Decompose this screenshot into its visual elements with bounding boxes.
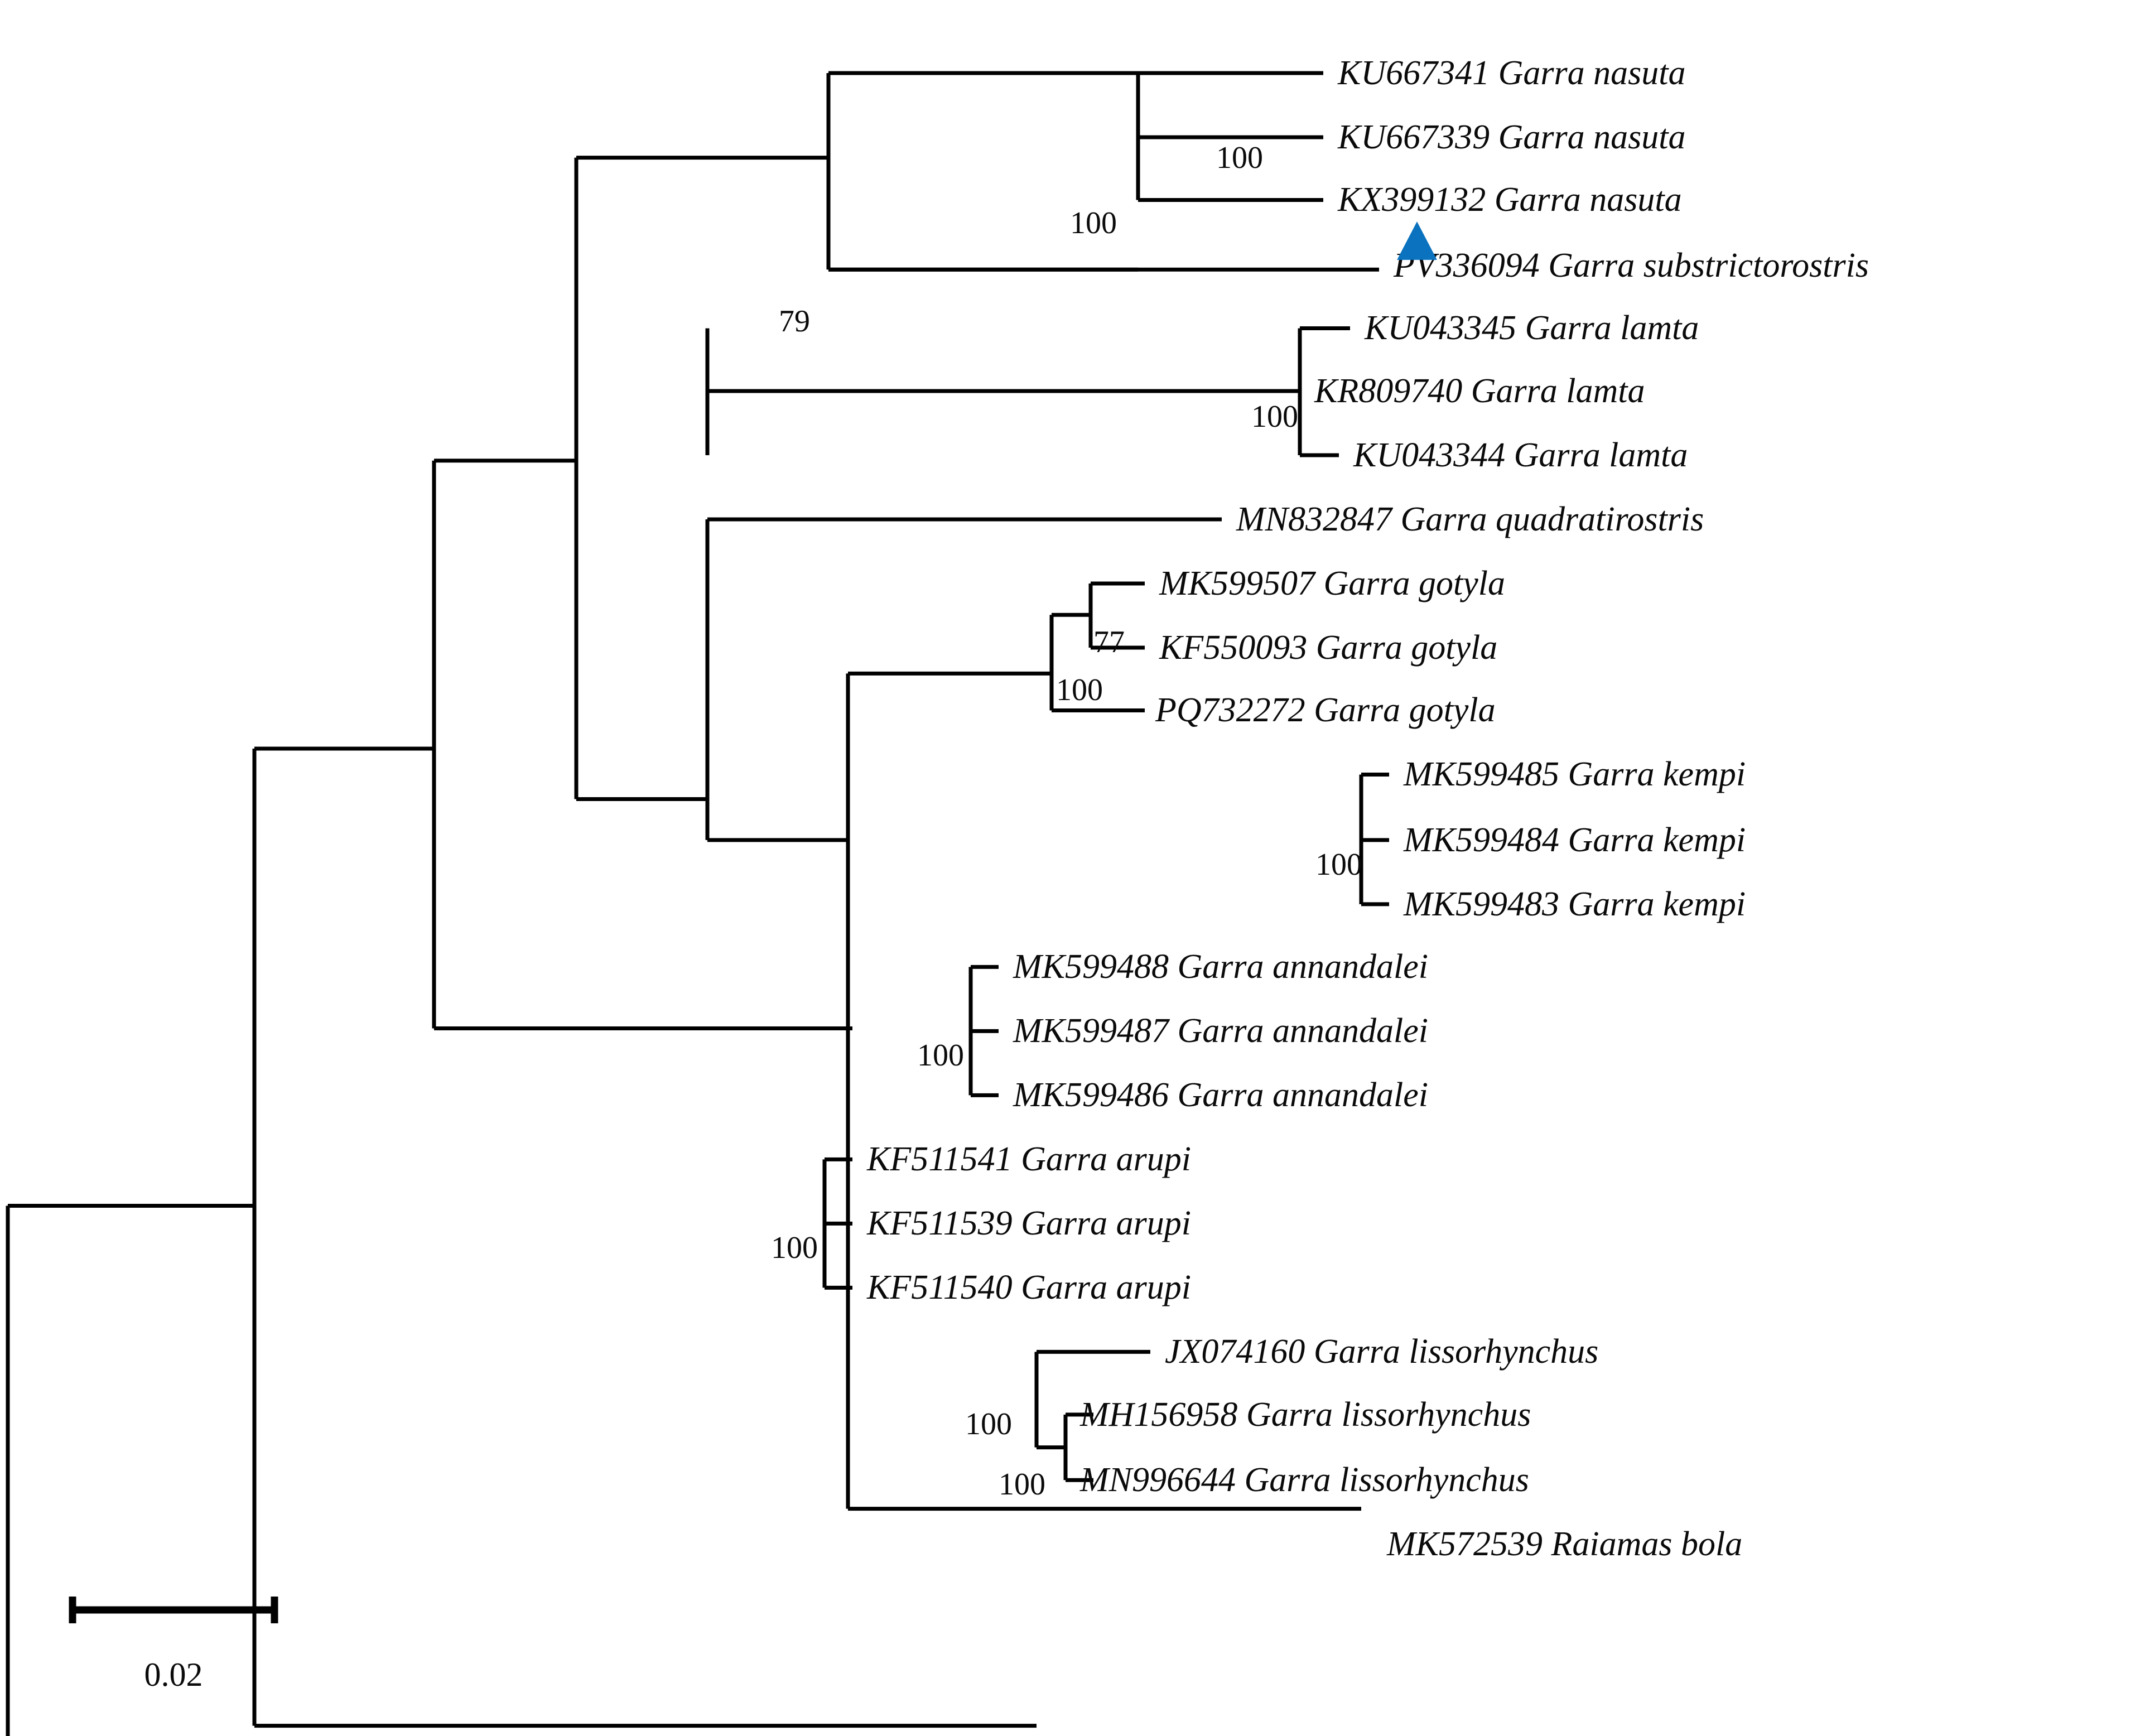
scale-bar-group xyxy=(69,1597,278,1623)
taxon-label: KF511539 Garra arupi xyxy=(867,1204,1192,1243)
bootstrap-support-value: 100 xyxy=(1216,140,1263,175)
bootstrap-support-value: 100 xyxy=(999,1467,1045,1502)
taxon-label: MK599507 Garra gotyla xyxy=(1159,564,1505,602)
bootstrap-support-value: 100 xyxy=(1056,672,1103,707)
taxon-label: PV336094 Garra substrictorostris xyxy=(1394,246,1869,284)
bootstrap-support-value: 77 xyxy=(1093,625,1125,660)
taxon-label: MK599485 Garra kempi xyxy=(1404,755,1746,794)
taxon-label: KF511540 Garra arupi xyxy=(867,1269,1192,1307)
taxon-label: KU043345 Garra lamta xyxy=(1365,309,1699,348)
taxon-label: KU667341 Garra nasuta xyxy=(1338,54,1686,92)
taxon-label: PQ732272 Garra gotyla xyxy=(1155,691,1496,730)
bootstrap-support-value: 100 xyxy=(965,1407,1012,1441)
new-sequence-marker xyxy=(1395,219,1439,266)
taxon-label: MK599487 Garra annandalei xyxy=(1013,1012,1428,1050)
bootstrap-support-value: 100 xyxy=(1251,399,1298,435)
bootstrap-support-value: 100 xyxy=(1070,206,1117,241)
taxon-label: KU043344 Garra lamta xyxy=(1353,436,1688,474)
bootstrap-support-value: 100 xyxy=(917,1038,964,1073)
taxon-label: MN832847 Garra quadratirostris xyxy=(1236,500,1704,538)
taxon-label: MK599484 Garra kempi xyxy=(1404,821,1746,859)
taxon-label: KF550093 Garra gotyla xyxy=(1159,628,1498,667)
bootstrap-support-value: 79 xyxy=(779,304,810,339)
taxon-label: MH156958 Garra lissorhynchus xyxy=(1080,1395,1531,1434)
taxon-label: JX074160 Garra lissorhynchus xyxy=(1165,1333,1599,1371)
taxon-label: KF511541 Garra arupi xyxy=(867,1140,1192,1179)
scale-bar-label: 0.02 xyxy=(144,1656,203,1693)
taxon-label: MN996644 Garra lissorhynchus xyxy=(1080,1461,1529,1499)
taxon-label: MK599488 Garra annandalei xyxy=(1013,948,1428,986)
bootstrap-support-value: 100 xyxy=(1315,847,1362,882)
taxon-label: KR809740 Garra lamta xyxy=(1314,372,1645,410)
taxon-label: MK599486 Garra annandalei xyxy=(1013,1076,1428,1115)
taxon-label: MK572539 Raiamas bola xyxy=(1387,1525,1743,1564)
branch-group xyxy=(6,71,1389,1736)
taxon-label: KU667339 Garra nasuta xyxy=(1338,118,1686,156)
bootstrap-support-value: 100 xyxy=(771,1231,818,1266)
taxon-label: KX399132 Garra nasuta xyxy=(1338,181,1682,219)
taxon-label: MK599483 Garra kempi xyxy=(1404,885,1746,923)
